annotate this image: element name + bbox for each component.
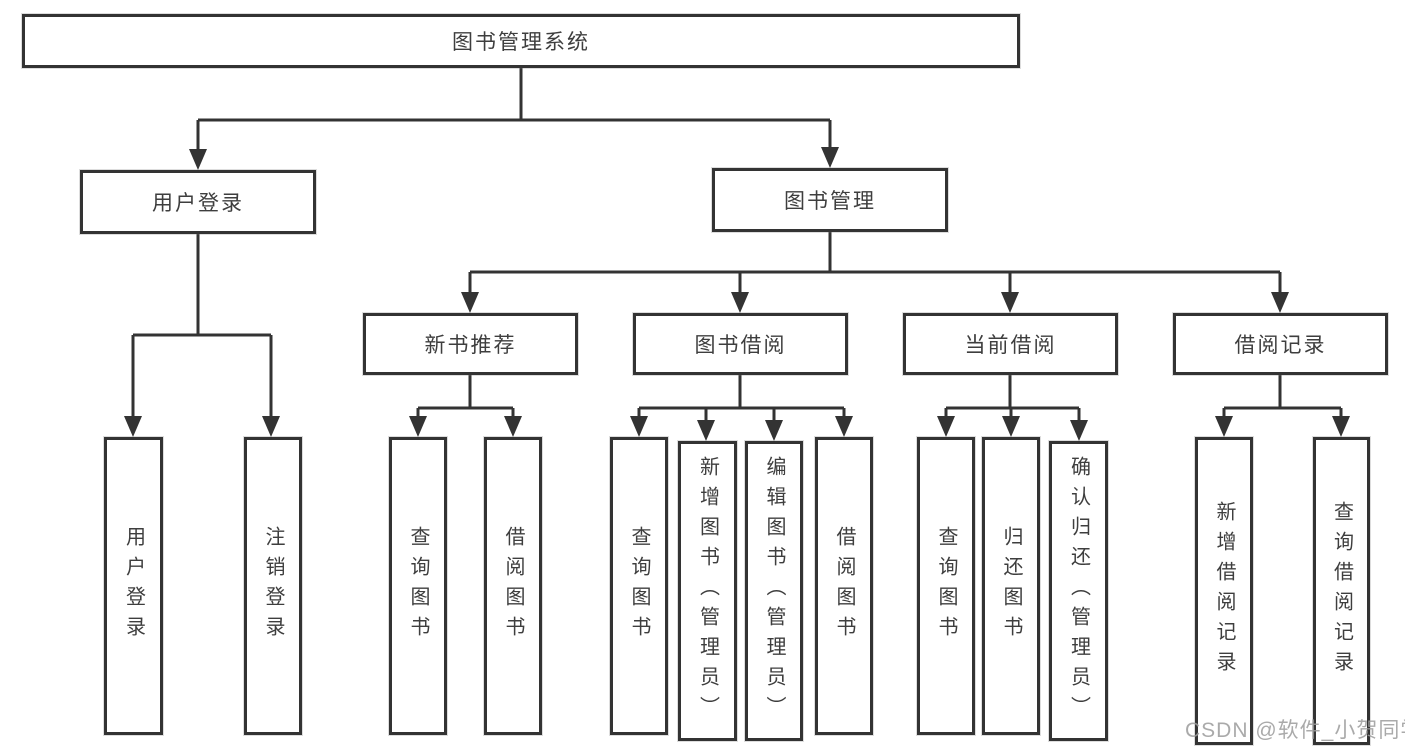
node-leaf-query-books-borrowing: 查询图书 bbox=[610, 437, 668, 735]
node-book-management-label: 图书管理 bbox=[784, 190, 876, 213]
node-root-label: 图书管理系统 bbox=[452, 31, 590, 54]
node-leaf-add-borrow-record: 新增借阅记录 bbox=[1195, 437, 1253, 745]
node-borrowing-records: 借阅记录 bbox=[1173, 313, 1388, 375]
node-current-borrowing: 当前借阅 bbox=[903, 313, 1118, 375]
node-leaf-borrow-books-borrowing-label: 借阅图书 bbox=[833, 526, 855, 646]
node-user-login: 用户登录 bbox=[80, 170, 316, 234]
node-leaf-borrow-books-recommend-label: 借阅图书 bbox=[502, 526, 524, 646]
csdn-watermark: CSDN @软件_小贺同学 bbox=[1185, 719, 1405, 742]
node-leaf-edit-book-admin: 编辑图书（管理员） bbox=[745, 441, 803, 741]
node-leaf-edit-book-admin-label: 编辑图书（管理员） bbox=[763, 456, 785, 726]
node-leaf-logout-label: 注销登录 bbox=[262, 526, 284, 646]
node-leaf-query-borrow-record-label: 查询借阅记录 bbox=[1330, 501, 1353, 681]
node-new-book-recommend-label: 新书推荐 bbox=[424, 334, 517, 357]
node-leaf-query-books-current: 查询图书 bbox=[917, 437, 975, 735]
node-leaf-add-book-admin: 新增图书（管理员） bbox=[678, 441, 737, 741]
node-leaf-user-login: 用户登录 bbox=[104, 437, 163, 735]
node-book-borrowing-label: 图书借阅 bbox=[694, 334, 787, 357]
node-new-book-recommend: 新书推荐 bbox=[363, 313, 578, 375]
node-leaf-return-books-label: 归还图书 bbox=[1000, 526, 1022, 646]
node-leaf-logout: 注销登录 bbox=[244, 437, 302, 735]
node-leaf-query-books-borrowing-label: 查询图书 bbox=[628, 526, 650, 646]
node-leaf-query-books-recommend: 查询图书 bbox=[389, 437, 447, 735]
node-borrowing-records-label: 借阅记录 bbox=[1234, 334, 1327, 357]
node-leaf-user-login-label: 用户登录 bbox=[122, 526, 145, 646]
node-root: 图书管理系统 bbox=[22, 14, 1020, 68]
node-leaf-add-book-admin-label: 新增图书（管理员） bbox=[696, 456, 719, 726]
node-book-borrowing: 图书借阅 bbox=[633, 313, 848, 375]
node-leaf-confirm-return-admin: 确认归还（管理员） bbox=[1049, 441, 1108, 741]
node-leaf-query-books-current-label: 查询图书 bbox=[935, 526, 957, 646]
node-leaf-confirm-return-admin-label: 确认归还（管理员） bbox=[1067, 456, 1090, 726]
node-user-login-label: 用户登录 bbox=[152, 192, 244, 215]
node-leaf-add-borrow-record-label: 新增借阅记录 bbox=[1213, 501, 1235, 681]
node-current-borrowing-label: 当前借阅 bbox=[964, 334, 1057, 357]
node-book-management: 图书管理 bbox=[712, 168, 948, 232]
node-leaf-borrow-books-borrowing: 借阅图书 bbox=[815, 437, 873, 735]
node-leaf-query-borrow-record: 查询借阅记录 bbox=[1313, 437, 1370, 745]
node-leaf-query-books-recommend-label: 查询图书 bbox=[407, 526, 429, 646]
node-leaf-return-books: 归还图书 bbox=[982, 437, 1040, 735]
node-leaf-borrow-books-recommend: 借阅图书 bbox=[484, 437, 542, 735]
